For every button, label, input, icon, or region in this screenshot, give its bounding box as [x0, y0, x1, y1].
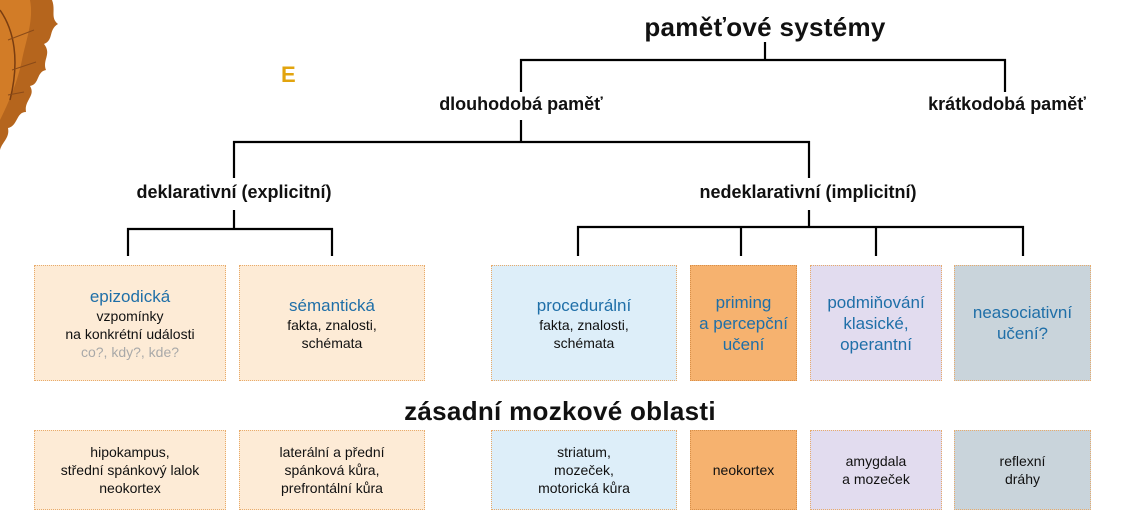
- procedural-title: procedurální: [536, 295, 632, 315]
- region-box-semantic: laterální a přední spánková kůra, prefro…: [239, 430, 425, 510]
- priming-line: učení: [722, 334, 765, 354]
- region-line: motorická kůra: [538, 480, 630, 496]
- nondeclarative-memory-label: nedeklarativní (implicitní): [699, 182, 917, 202]
- region-line: mozeček,: [554, 462, 614, 478]
- region-box-conditioning: amygdala a mozeček: [810, 430, 942, 510]
- priming-line: a percepční: [699, 313, 788, 333]
- conditioning-box: podmiňování klasické, operantní: [810, 265, 942, 381]
- conditioning-line: operantní: [840, 334, 912, 354]
- priming-line: priming: [715, 292, 772, 312]
- nonassociative-line: neasociativní: [972, 303, 1073, 322]
- region-line: reflexní: [999, 453, 1046, 469]
- region-line: a mozeček: [842, 471, 910, 487]
- region-line: spánková kůra,: [284, 462, 380, 478]
- procedural-line: schémata: [553, 334, 615, 351]
- conditioning-line: podmiňování: [827, 292, 925, 312]
- semantic-line: fakta, znalosti,: [287, 316, 377, 333]
- priming-box: priming a percepční učení: [690, 265, 797, 381]
- region-line: neokortex: [712, 462, 775, 478]
- region-box-procedural: striatum, mozeček, motorická kůra: [491, 430, 677, 510]
- region-line: laterální a přední: [279, 444, 385, 460]
- episodic-line: na konkrétní události: [65, 325, 195, 342]
- region-box-priming: neokortex: [690, 430, 797, 510]
- nonassociative-box: neasociativní učení?: [954, 265, 1091, 381]
- root-heading: paměťové systémy: [644, 12, 886, 42]
- episodic-questions: co?, kdy?, kde?: [80, 343, 180, 360]
- region-line: striatum,: [557, 444, 611, 460]
- region-box-episodic: hipokampus, střední spánkový lalok neoko…: [34, 430, 226, 510]
- conditioning-line: klasické,: [843, 313, 909, 333]
- region-line: dráhy: [1004, 471, 1041, 487]
- autumn-leaf-decoration: [0, 0, 58, 150]
- semantic-title: sémantická: [289, 295, 375, 315]
- panel-letter: E: [281, 62, 296, 87]
- episodic-title: epizodická: [89, 286, 171, 306]
- semantic-memory-box: sémantická fakta, znalosti, schémata: [239, 265, 425, 381]
- region-line: amygdala: [845, 453, 907, 469]
- declarative-memory-label: deklarativní (explicitní): [136, 182, 332, 202]
- long-term-memory-label: dlouhodobá paměť: [439, 94, 603, 114]
- episodic-line: vzpomínky: [96, 307, 164, 324]
- procedural-memory-box: procedurální fakta, znalosti, schémata: [491, 265, 677, 381]
- region-line: prefrontální kůra: [281, 480, 383, 496]
- region-box-nonassociative: reflexní dráhy: [954, 430, 1091, 510]
- episodic-memory-box: epizodická vzpomínky na konkrétní událos…: [34, 265, 226, 381]
- short-term-memory-label: krátkodobá paměť: [928, 94, 1086, 114]
- region-line: neokortex: [99, 480, 161, 496]
- nonassociative-line: učení?: [996, 324, 1049, 343]
- semantic-line: schémata: [301, 334, 363, 351]
- region-line: hipokampus,: [90, 444, 170, 460]
- brain-regions-heading: zásadní mozkové oblasti: [404, 396, 716, 426]
- procedural-line: fakta, znalosti,: [539, 316, 629, 333]
- region-line: střední spánkový lalok: [60, 462, 200, 478]
